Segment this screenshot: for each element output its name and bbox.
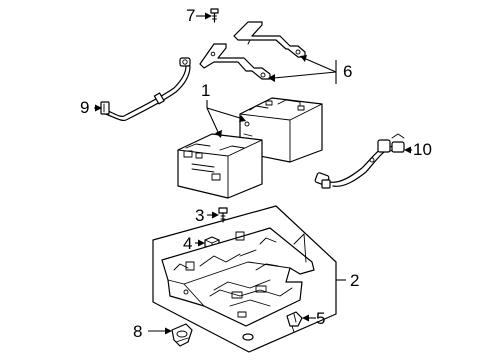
callout-7: 7 bbox=[186, 6, 196, 25]
callout-5: 5 bbox=[316, 309, 326, 328]
callout-10: 10 bbox=[413, 140, 432, 159]
battery-tray-part-2 bbox=[152, 205, 337, 353]
callout-9: 9 bbox=[80, 98, 90, 117]
callout-8: 8 bbox=[133, 322, 143, 341]
callout-2: 2 bbox=[350, 271, 360, 290]
clip-part-5 bbox=[286, 311, 303, 333]
bolt-part-7 bbox=[210, 8, 219, 23]
callout-6: 6 bbox=[343, 62, 353, 81]
battery-lower-left bbox=[177, 133, 263, 199]
callout-3: 3 bbox=[195, 206, 205, 225]
battery-cable-part-9 bbox=[100, 57, 191, 122]
bolt-part-3 bbox=[218, 207, 228, 223]
callout-4: 4 bbox=[183, 234, 193, 253]
hold-down-bracket-rear bbox=[233, 21, 306, 58]
hold-down-bracket-front bbox=[199, 43, 271, 80]
callout-1: 1 bbox=[201, 81, 211, 100]
harness-part-10 bbox=[314, 133, 405, 189]
grommet-part-8 bbox=[171, 323, 193, 347]
